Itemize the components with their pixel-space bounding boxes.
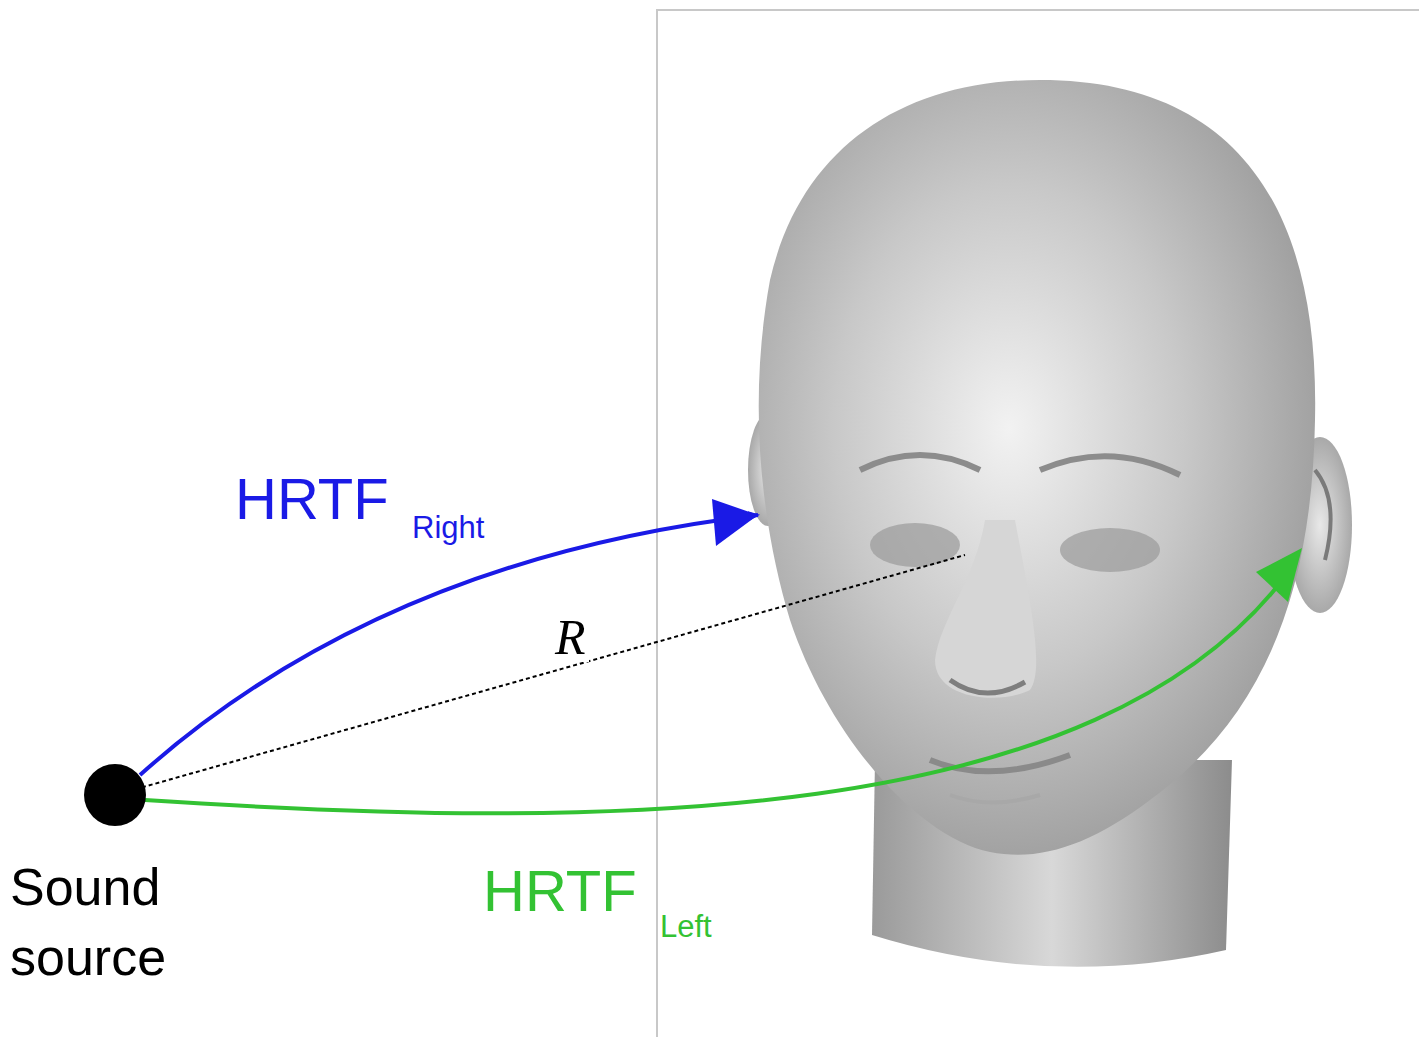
sound-source: Sound source	[10, 762, 240, 992]
transfer-function-label: HRTF	[483, 862, 637, 920]
transfer-function-label: HRTF	[235, 470, 389, 528]
source-dot	[80, 762, 150, 832]
subscript-label: Left	[660, 911, 712, 942]
distance-label: R	[552, 612, 589, 662]
source-label: Sound source	[10, 852, 225, 992]
source-dot	[84, 764, 146, 826]
subscript-label: Right	[412, 512, 484, 543]
